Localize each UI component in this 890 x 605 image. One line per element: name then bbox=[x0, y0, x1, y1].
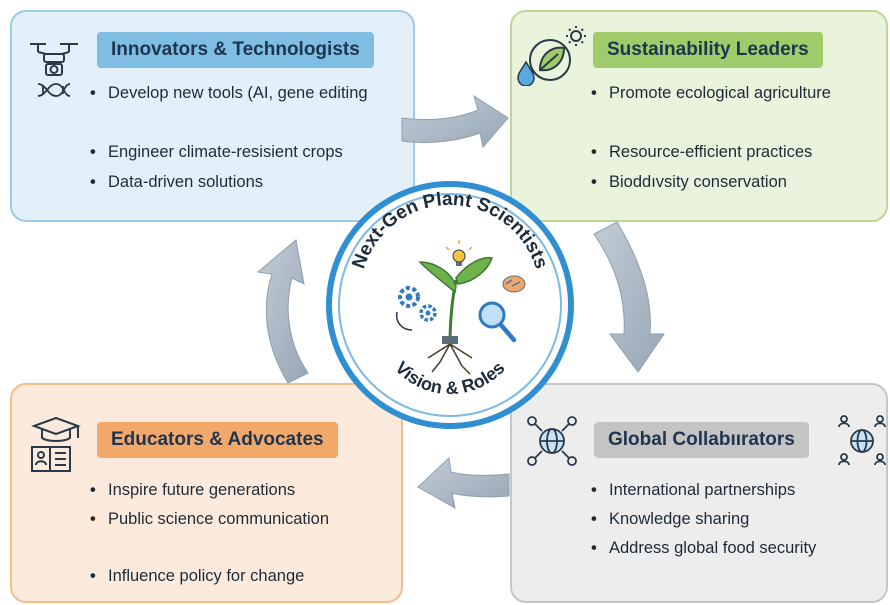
heading-educators: Educators & Advocates bbox=[97, 422, 338, 458]
heading-innovators: Innovators & Technologists bbox=[97, 32, 374, 68]
arrow-bottom bbox=[417, 456, 510, 509]
list-item: Promote ecological agriculture bbox=[591, 84, 831, 103]
center-inner-ring bbox=[338, 193, 562, 417]
globe-people-icon bbox=[838, 415, 886, 466]
heading-collaborators: Global Collabıırators bbox=[594, 422, 809, 458]
graduation-cap-icon bbox=[31, 416, 81, 442]
list-item: Resource-efficient practices bbox=[591, 143, 812, 162]
leaf-sun-icon bbox=[529, 26, 586, 81]
arrow-right bbox=[593, 221, 665, 373]
gear-icon bbox=[395, 286, 437, 331]
plant-sprout-icon bbox=[418, 256, 493, 375]
drone-icon bbox=[30, 43, 78, 76]
open-book-icon bbox=[31, 446, 71, 472]
list-item: Inspire future generations bbox=[90, 481, 295, 500]
arrow-left bbox=[256, 239, 309, 384]
list-item: Develop new tools (AI, gene editing bbox=[90, 84, 368, 103]
brain-icon bbox=[502, 275, 526, 293]
list-item: Knowledge sharing bbox=[591, 510, 749, 529]
globe-network-icon bbox=[527, 416, 577, 466]
water-drop-icon bbox=[517, 60, 535, 86]
list-item: Influence policy for change bbox=[90, 567, 304, 586]
list-item: International partnerships bbox=[591, 481, 795, 500]
magnifier-icon bbox=[478, 301, 517, 343]
list-item: Engineer climate-resisient crops bbox=[90, 143, 343, 162]
list-item: Data-driven solutions bbox=[90, 173, 263, 192]
list-item: Public science communication bbox=[90, 510, 329, 529]
dna-icon bbox=[37, 83, 71, 97]
list-item: Address global food security bbox=[591, 539, 816, 558]
lightbulb-icon bbox=[445, 240, 473, 266]
list-item: Bioddıvsity conservation bbox=[591, 173, 787, 192]
heading-sustainability: Sustainability Leaders bbox=[593, 32, 823, 68]
arrow-top bbox=[401, 94, 509, 149]
